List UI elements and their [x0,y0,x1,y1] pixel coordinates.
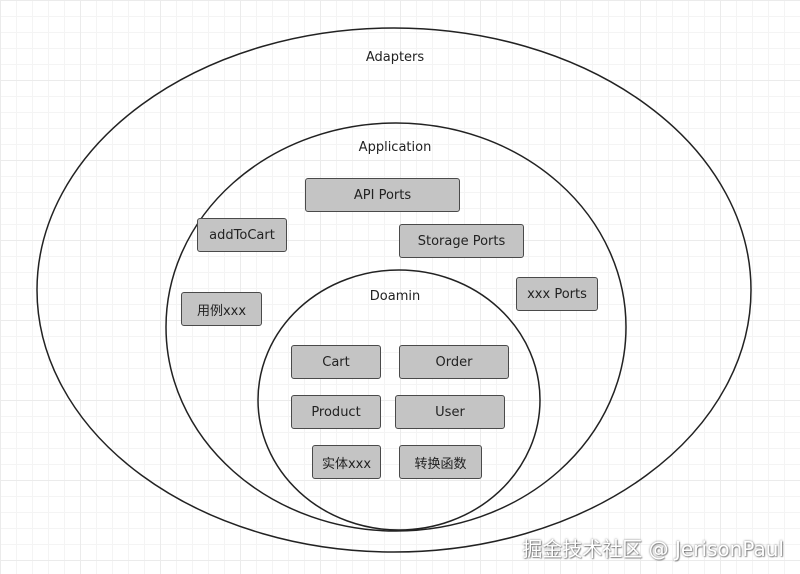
entity-node: 实体xxx [312,445,381,479]
order-node: Order [399,345,509,379]
domain-ring [257,269,541,531]
adapters-label: Adapters [365,50,425,65]
api-ports-node: API Ports [305,178,460,212]
domain-label: Doamin [369,289,421,304]
xxx-ports-node: xxx Ports [516,277,598,311]
add-to-cart-node: addToCart [197,218,287,252]
storage-ports-node: Storage Ports [399,224,524,258]
cart-node: Cart [291,345,381,379]
product-node: Product [291,395,381,429]
transform-fn-node: 转换函数 [399,445,482,479]
application-label: Application [358,140,432,155]
user-node: User [395,395,505,429]
adapters-ring [36,27,752,553]
use-case-node: 用例xxx [181,292,262,326]
watermark: 掘金技术社区 @ JerisonPaul [522,537,784,561]
application-ring [165,122,627,532]
